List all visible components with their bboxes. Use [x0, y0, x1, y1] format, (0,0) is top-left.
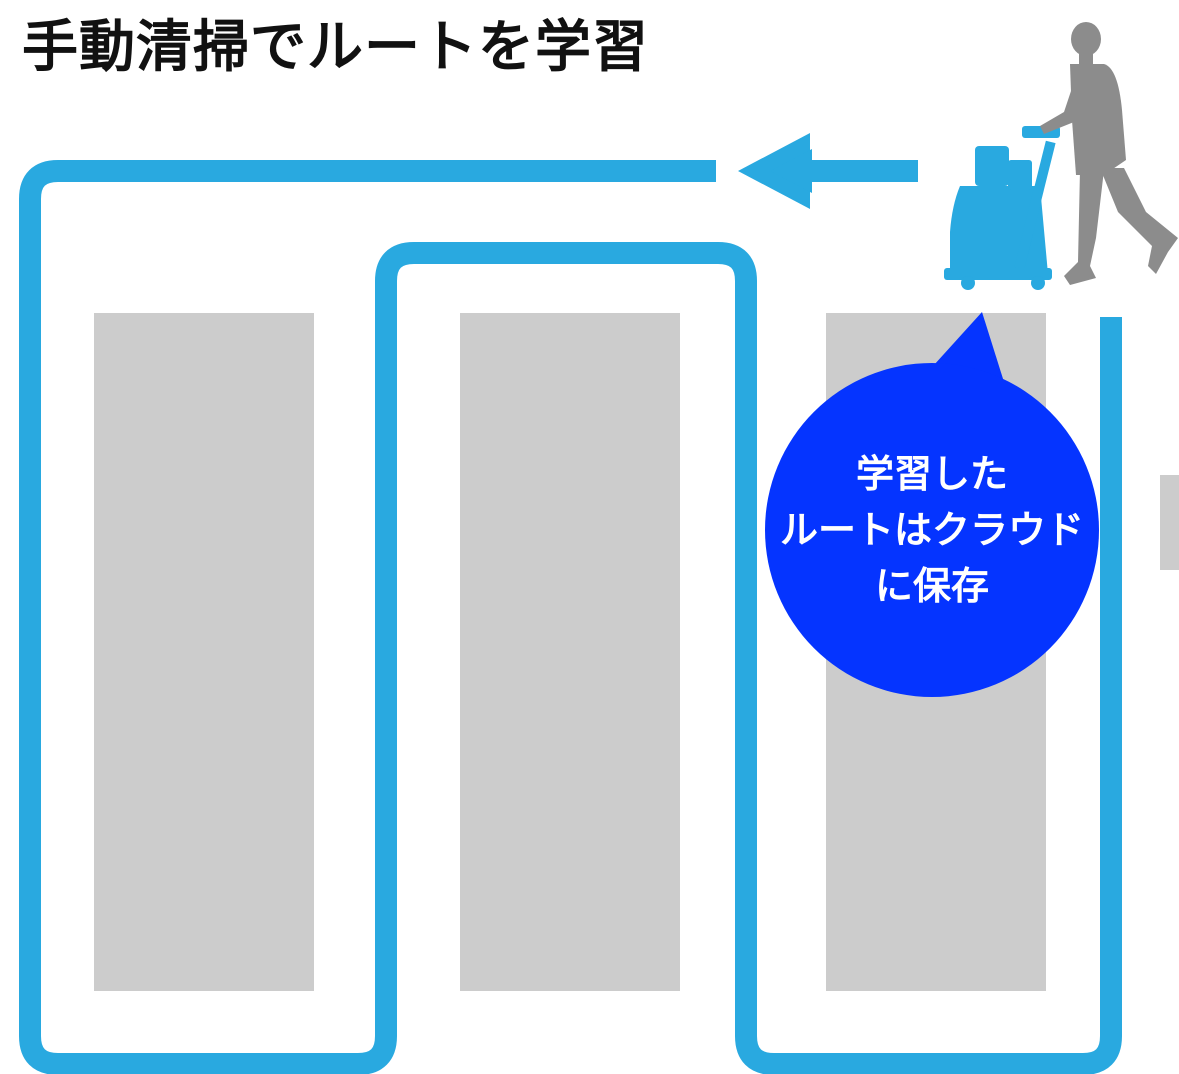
cleaning-route — [19, 160, 1122, 1074]
shelf-2 — [460, 313, 680, 991]
page-title: 手動清掃でルートを学習 — [22, 15, 649, 80]
speech-bubble — [765, 312, 1099, 697]
person-walking-icon — [1040, 22, 1178, 285]
bubble-line-1: 学習した — [855, 452, 1008, 496]
left-arrow-icon — [738, 133, 918, 209]
bubble-line-3: に保存 — [874, 564, 989, 608]
shelf-1 — [94, 313, 314, 991]
floor-scrubber-icon — [944, 126, 1060, 290]
bubble-line-2: ルートはクラウド — [779, 508, 1084, 552]
bubble-text: 学習した ルートはクラウド に保存 — [765, 446, 1099, 614]
shelf-4-partial — [1160, 475, 1179, 570]
